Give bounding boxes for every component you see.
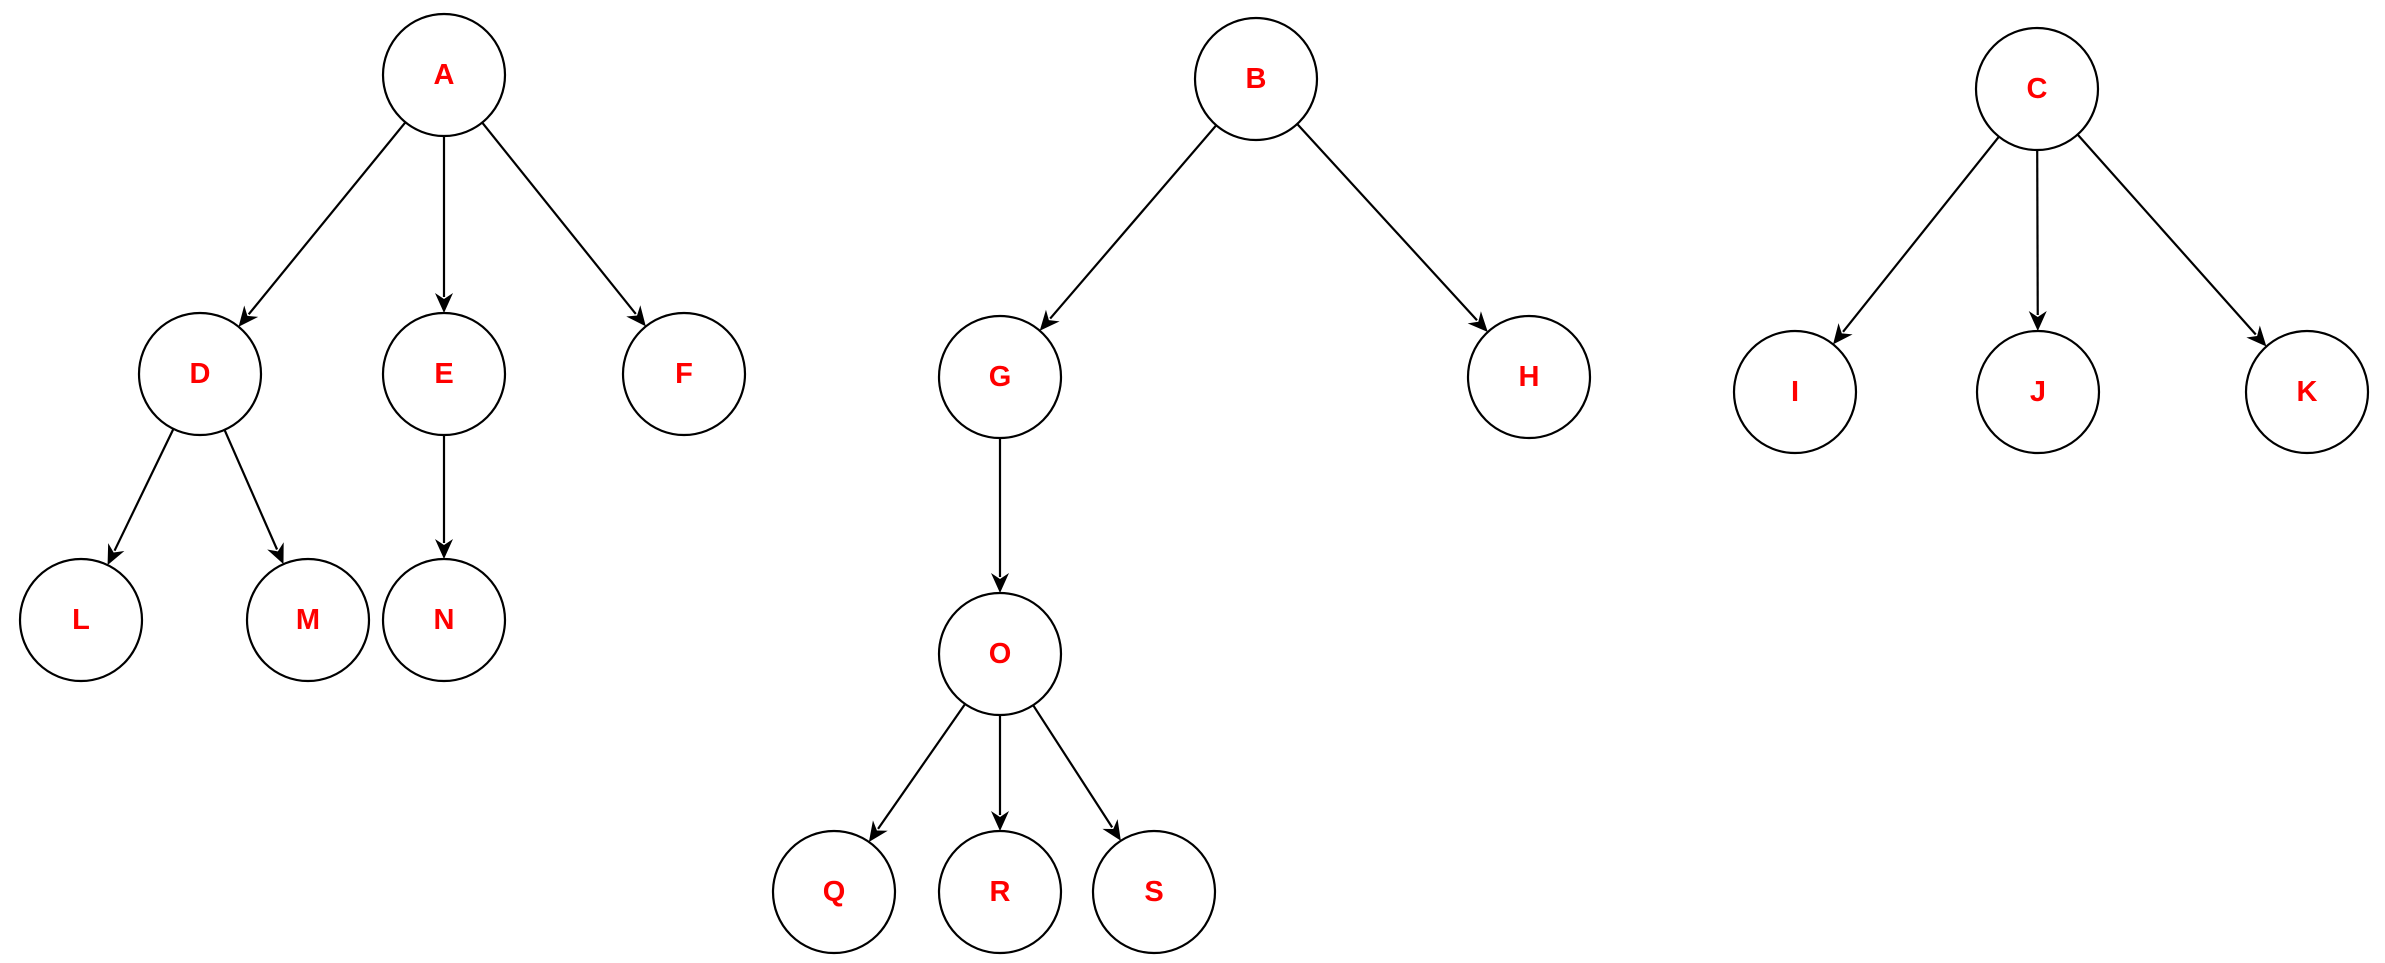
node-label: M <box>296 604 320 636</box>
edge-O-R <box>991 715 1009 831</box>
node-L: L <box>18 557 144 683</box>
node-K: K <box>2244 329 2370 455</box>
edge-line <box>877 703 967 830</box>
node-circle <box>137 311 263 437</box>
node-circle <box>18 557 144 683</box>
node-B: B <box>1193 16 1319 142</box>
arrowhead <box>238 305 259 327</box>
node-N: N <box>381 557 507 683</box>
node-circle <box>621 311 747 437</box>
arrowhead <box>2028 310 2047 332</box>
edges-layer <box>107 121 2267 842</box>
node-label: K <box>2297 376 2318 408</box>
node-circle <box>937 591 1063 717</box>
edge-line <box>1032 704 1114 828</box>
arrowhead <box>435 293 453 313</box>
node-label: H <box>1519 361 1540 393</box>
node-G: G <box>937 314 1063 440</box>
edge-B-G <box>1039 124 1218 331</box>
node-A: A <box>381 12 507 138</box>
arrowhead <box>267 542 284 565</box>
node-H: H <box>1466 314 1592 440</box>
node-Q: Q <box>771 829 897 955</box>
node-C: C <box>1974 26 2100 152</box>
node-circle <box>2244 329 2370 455</box>
node-label: G <box>989 361 1012 393</box>
edge-B-H <box>1296 123 1488 333</box>
node-circle <box>1732 329 1858 455</box>
node-label: B <box>1246 63 1267 95</box>
edge-A-D <box>238 121 407 327</box>
edge-D-M <box>223 429 284 565</box>
node-circle <box>1466 314 1592 440</box>
arrowhead <box>1833 323 1853 345</box>
node-label: R <box>990 876 1011 908</box>
node-label: Q <box>823 876 846 908</box>
arrowhead <box>626 305 646 327</box>
node-J: J <box>1975 329 2101 455</box>
edge-C-I <box>1833 135 2000 345</box>
edge-D-L <box>107 428 175 566</box>
arrowhead <box>1102 819 1121 841</box>
node-label: I <box>1791 376 1799 408</box>
edge-line <box>2036 149 2039 316</box>
arrowhead <box>991 811 1009 831</box>
edge-line <box>247 121 407 316</box>
node-O: O <box>937 591 1063 717</box>
node-label: A <box>434 59 455 91</box>
node-label: O <box>989 638 1012 670</box>
arrowhead <box>107 543 125 566</box>
node-label: E <box>434 358 453 390</box>
edge-C-K <box>2076 133 2267 347</box>
arrowhead <box>2246 325 2267 347</box>
node-label: D <box>190 358 211 390</box>
edge-line <box>113 428 175 552</box>
arrowhead <box>435 539 453 559</box>
node-circle <box>245 557 371 683</box>
edge-line <box>2076 133 2257 336</box>
node-I: I <box>1732 329 1858 455</box>
node-circle <box>1193 16 1319 142</box>
nodes-layer: A B C D E F G H I J K L M N O Q R S <box>18 12 2370 955</box>
node-label: S <box>1144 876 1163 908</box>
edge-G-O <box>991 438 1009 593</box>
edge-line <box>481 121 637 315</box>
edge-A-E <box>435 136 453 313</box>
edge-line <box>1049 124 1218 320</box>
arrowhead <box>868 820 888 842</box>
edge-O-Q <box>868 703 967 842</box>
node-circle <box>381 557 507 683</box>
node-label: C <box>2027 73 2048 105</box>
node-S: S <box>1091 829 1217 955</box>
node-E: E <box>381 311 507 437</box>
edge-line <box>1296 123 1478 321</box>
node-circle <box>1974 26 2100 152</box>
node-label: N <box>434 604 455 636</box>
node-label: L <box>72 604 90 636</box>
edge-line <box>1842 135 2000 333</box>
node-circle <box>381 311 507 437</box>
node-D: D <box>137 311 263 437</box>
node-R: R <box>937 829 1063 955</box>
node-F: F <box>621 311 747 437</box>
node-label: J <box>2030 376 2046 408</box>
edge-C-J <box>2028 149 2047 332</box>
node-circle <box>381 12 507 138</box>
node-label: F <box>675 358 693 390</box>
arrowhead <box>1039 309 1060 331</box>
edge-A-F <box>481 121 646 327</box>
node-circle <box>1975 329 2101 455</box>
edge-O-S <box>1032 704 1121 841</box>
edge-line <box>223 429 279 550</box>
node-circle <box>1091 829 1217 955</box>
node-circle <box>937 829 1063 955</box>
node-M: M <box>245 557 371 683</box>
node-circle <box>771 829 897 955</box>
arrowhead <box>991 573 1009 593</box>
edge-E-N <box>435 435 453 559</box>
node-circle <box>937 314 1063 440</box>
arrowhead <box>1467 311 1488 333</box>
